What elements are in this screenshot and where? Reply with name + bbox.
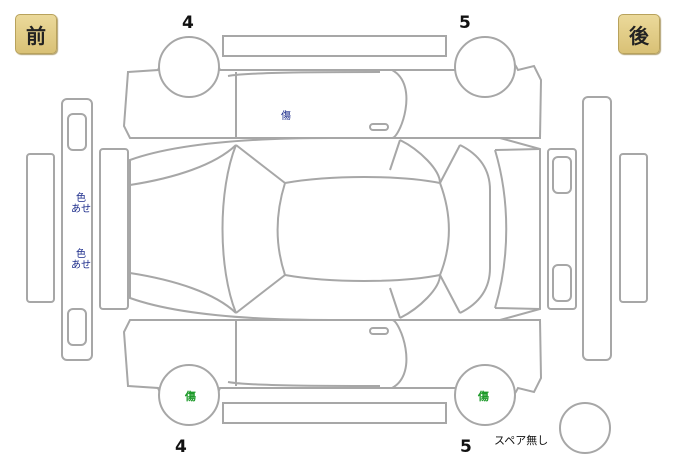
rear-bumper-outer [619,153,648,303]
spare-tire [559,402,611,454]
mark-front-upper-fade-2: あせ [71,203,91,215]
mark-bottom-left-wheel-scratch: 傷 [184,389,196,403]
mark-bottom-right-wheel-scratch: 傷 [477,389,489,403]
top-side-molding [222,35,447,57]
wheel-front-left [158,36,220,98]
front-bumper-outer [26,153,55,303]
front-grille [99,148,129,310]
wheel-number-top-right: 5 [459,13,471,33]
roof [276,176,450,282]
mark-front-lower-fade-1: 色 [76,247,86,260]
wheel-number-bottom-right: 5 [460,437,472,457]
front-fog-lamp-upper [67,113,87,151]
rear-lamp-upper [552,156,572,194]
mark-front-upper-fade-1: 色 [76,191,86,204]
right-door-handle [369,327,389,335]
mark-front-lower-fade-2: あせ [71,259,91,271]
mark-left-door-scratch: 傷 [281,109,291,122]
wheel-number-bottom-left: 4 [175,437,187,457]
front-bumper [61,98,93,361]
spare-tire-label: スペア無し [494,433,548,447]
rear-bumper [582,96,612,361]
wheel-rear-right [454,364,516,426]
bottom-side-molding [222,402,447,424]
front-fog-lamp-lower [67,308,87,346]
rear-badge: 後 [618,14,660,54]
front-badge: 前 [15,14,57,54]
left-door-handle [369,123,389,131]
rear-lamp-lower [552,264,572,302]
wheel-rear-left [454,36,516,98]
wheel-front-right [158,364,220,426]
wheel-number-top-left: 4 [182,13,194,33]
